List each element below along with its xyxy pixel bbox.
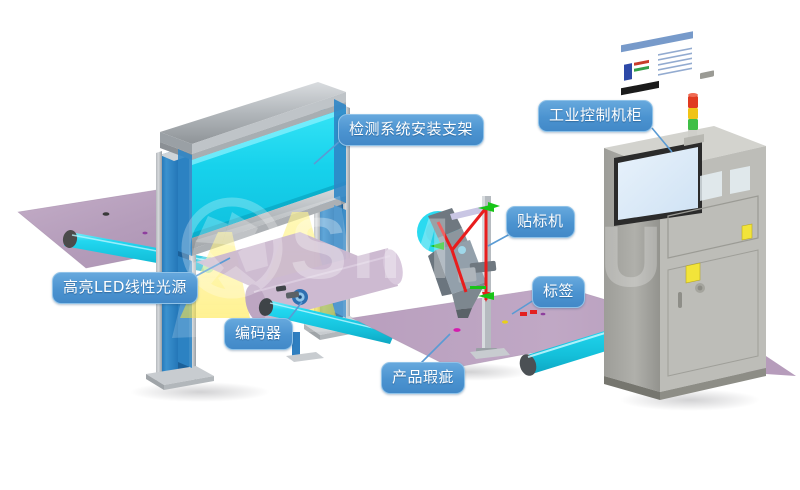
- callout-led-light-source[interactable]: 高亮LED线性光源: [52, 272, 198, 304]
- inspection-frame-gantry: [146, 82, 366, 390]
- mid-fabric-web: [196, 232, 403, 322]
- callout-control-cabinet-text: 工业控制机柜: [549, 106, 643, 124]
- inspection-monitor: [614, 31, 702, 226]
- defect-spot: [142, 231, 148, 235]
- defect-spot: [453, 328, 461, 332]
- callout-label-tag[interactable]: 标签: [532, 276, 586, 308]
- defect-spot: [540, 312, 546, 316]
- encoder-unit: [275, 285, 308, 305]
- high-brightness-led-panel: [192, 108, 346, 238]
- callout-control-cabinet[interactable]: 工业控制机柜: [538, 100, 654, 132]
- callout-led-light-source-text: 高亮LED线性光源: [63, 278, 187, 296]
- callout-inspection-frame-text: 检测系统安装支架: [349, 120, 474, 138]
- callout-product-defect-text: 产品瑕疵: [392, 368, 455, 386]
- industrial-control-cabinet: [604, 31, 766, 400]
- callout-encoder-text: 编码器: [235, 324, 282, 342]
- tower-red-light: [688, 96, 698, 108]
- applied-label: [520, 312, 527, 316]
- applied-label: [530, 310, 537, 314]
- signal-tower-light: [684, 93, 704, 146]
- callout-product-defect[interactable]: 产品瑕疵: [381, 362, 466, 394]
- callout-leader-lines: [195, 127, 673, 365]
- tower-amber-light: [688, 108, 698, 119]
- defect-spot: [502, 320, 508, 324]
- motion-arrows: [430, 202, 500, 302]
- callout-encoder[interactable]: 编码器: [224, 318, 293, 350]
- defect-spot: [102, 212, 110, 216]
- tower-green-light: [688, 119, 698, 130]
- callout-inspection-frame[interactable]: 检测系统安装支架: [338, 114, 485, 146]
- encoder-support: [286, 332, 324, 362]
- warning-sticker: [741, 223, 753, 241]
- gantry-top-beam: [160, 82, 346, 144]
- callout-labeling-machine[interactable]: 贴标机: [506, 206, 575, 238]
- callout-label-tag-text: 标签: [543, 282, 575, 300]
- callout-labeling-machine-text: 贴标机: [517, 212, 564, 230]
